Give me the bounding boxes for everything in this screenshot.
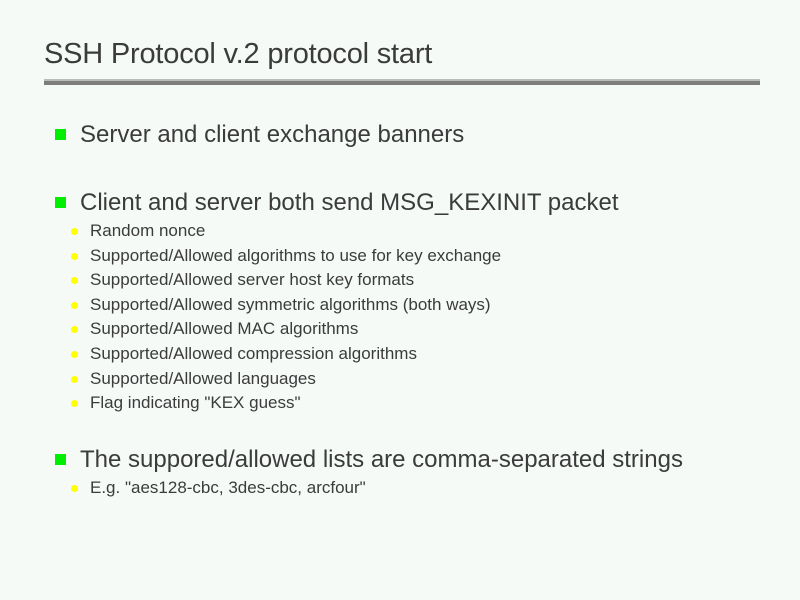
dot-bullet-icon	[71, 375, 78, 383]
list-item-level2: Flag indicating "KEX guess"	[0, 391, 800, 416]
square-bullet-icon	[55, 453, 66, 465]
list-item-level2-label: Supported/Allowed symmetric algorithms (…	[90, 294, 491, 314]
dot-bullet-icon	[71, 484, 78, 492]
list-item-level1-label: The suppored/allowed lists are comma-sep…	[80, 445, 683, 473]
list-item-level2-label: Supported/Allowed server host key format…	[90, 270, 415, 290]
spacer	[0, 151, 800, 186]
list-item-level2: Random nonce	[0, 219, 800, 244]
list-item-level2-label: Flag indicating "KEX guess"	[90, 393, 301, 413]
list-item-level1: The suppored/allowed lists are comma-sep…	[0, 443, 800, 476]
list-item-level2-label: Supported/Allowed algorithms to use for …	[90, 245, 502, 265]
list-item-level1: Client and server both send MSG_KEXINIT …	[0, 186, 800, 219]
list-item-level2: Supported/Allowed server host key format…	[0, 268, 800, 293]
list-item-level2-label: Random nonce	[90, 221, 206, 240]
list-item-level1-label: Client and server both send MSG_KEXINIT …	[80, 189, 619, 216]
square-bullet-icon	[55, 197, 66, 208]
dot-bullet-icon	[71, 252, 78, 260]
list-item-level2-label: Supported/Allowed MAC algorithms	[90, 319, 359, 339]
list-item-level2: Supported/Allowed symmetric algorithms (…	[0, 293, 800, 318]
list-item-level2: Supported/Allowed MAC algorithms	[0, 317, 800, 342]
list-item-level2: Supported/Allowed algorithms to use for …	[0, 244, 800, 269]
dot-bullet-icon	[71, 326, 78, 334]
list-item-level2-label: Supported/Allowed compression algorithms	[90, 343, 417, 363]
list-item-level2-label: E.g. "aes128-cbc, 3des-cbc, arcfour"	[90, 477, 366, 497]
slide-body: Server and client exchange banners Clien…	[0, 118, 800, 500]
dot-bullet-icon	[71, 228, 78, 235]
spacer	[0, 416, 800, 443]
list-item-level2: Supported/Allowed compression algorithms	[0, 342, 800, 367]
dot-bullet-icon	[71, 350, 78, 358]
title-divider	[44, 79, 760, 85]
dot-bullet-icon	[71, 277, 78, 285]
list-item-level1: Server and client exchange banners	[0, 118, 800, 151]
dot-bullet-icon	[71, 301, 78, 309]
list-item-level2: Supported/Allowed languages	[0, 367, 800, 392]
bullet-group-3: The suppored/allowed lists are comma-sep…	[0, 443, 800, 501]
title-block: SSH Protocol v.2 protocol start	[44, 36, 760, 85]
list-item-level1-label: Server and client exchange banners	[80, 121, 465, 148]
bullet-group-2: Client and server both send MSG_KEXINIT …	[0, 186, 800, 416]
square-bullet-icon	[55, 129, 66, 140]
list-item-level2: E.g. "aes128-cbc, 3des-cbc, arcfour"	[0, 476, 800, 501]
dot-bullet-icon	[71, 400, 78, 408]
list-item-level2-label: Supported/Allowed languages	[90, 368, 316, 388]
bullet-group-1: Server and client exchange banners	[0, 118, 800, 151]
page-title: SSH Protocol v.2 protocol start	[44, 38, 433, 70]
